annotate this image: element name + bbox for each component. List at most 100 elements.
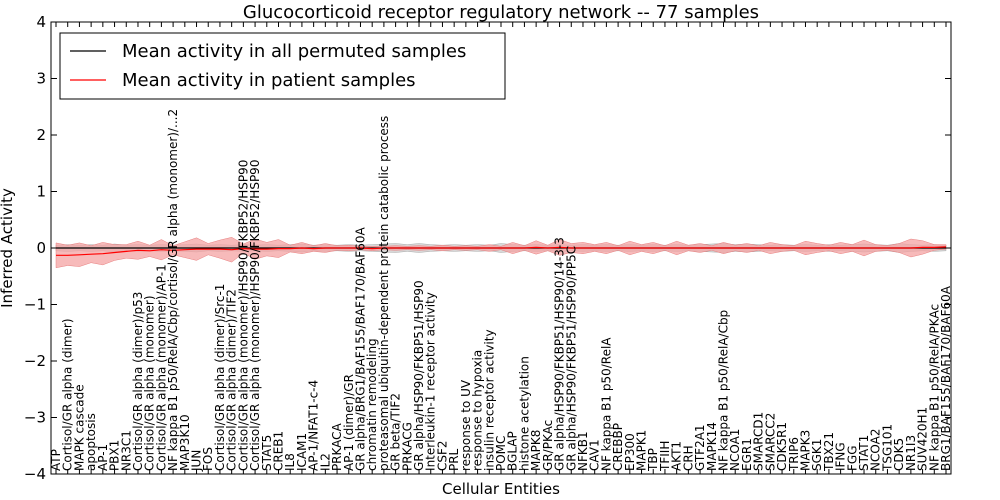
x-tick-label: EP300 [623, 433, 637, 471]
x-tick-label: POMC [494, 436, 508, 471]
y-tick-label: 4 [36, 13, 46, 31]
x-tick-label: CREBBP [611, 423, 625, 471]
y-tick-label: −4 [24, 465, 46, 483]
x-axis-label: Cellular Entities [442, 480, 560, 498]
x-tick-label: STAT1 [857, 435, 871, 471]
legend-label-permuted: Mean activity in all permuted samples [122, 41, 466, 62]
x-tick-label: Cortisol/GR alpha (monomer)/AP-1 [154, 264, 168, 471]
x-tick-label: AKT1 [670, 441, 684, 471]
band-patient [55, 237, 947, 269]
x-tick-label: TFIIH [658, 441, 672, 472]
y-tick-label: 2 [36, 126, 46, 144]
y-tick-label: −1 [24, 296, 46, 314]
x-tick-label: Cortisol/GR alpha (monomer)/HSP90/FKBP52… [248, 160, 262, 471]
x-tick-label: proteasomal ubiquitin-dependent protein … [377, 116, 391, 471]
x-tick-label: AP-1 [96, 444, 110, 471]
x-tick-label: EGR1 [740, 438, 754, 471]
x-tick-label: CDK5R1 [775, 422, 789, 471]
legend: Mean activity in all permuted samples Me… [59, 32, 506, 100]
x-tick-label: PRKACA [330, 422, 344, 471]
x-tick-label: apoptosis [84, 413, 98, 471]
y-tick-label: 1 [36, 183, 46, 201]
plot-frame [50, 21, 952, 475]
x-tick-label: AP-1 (dimer)/GR [342, 374, 356, 471]
x-tick-label: CSF2 [435, 440, 449, 471]
x-tick-label: MAPK14 [705, 422, 719, 471]
x-tick-label: JUN [190, 450, 204, 472]
x-tick-label: Cortisol/GR alpha (dimer)/p53 [131, 292, 145, 471]
x-tick-label: MAPK3 [799, 430, 813, 471]
x-tick-label: NF kappa B1 p50/RelA/PKAc [927, 304, 941, 471]
series-line-patient [56, 246, 947, 256]
x-tick-label: ATP [49, 449, 63, 471]
x-tick-label: GTF2A1 [693, 424, 707, 471]
x-tick-label: MAP3K10 [178, 414, 192, 471]
x-tick-label: MAPK8 [529, 430, 543, 471]
x-tick-label: GR alpha/BRG1/BAF155/BAF170/BAF60A [354, 227, 368, 472]
x-tick-label: CRH [681, 445, 695, 471]
x-tick-label: NF kappa B1 p50/RelA [599, 337, 613, 471]
y-tick-label: 0 [36, 239, 46, 257]
x-tick-label: response to hypoxia [471, 350, 485, 471]
x-tick-label: IFNG [834, 442, 848, 471]
x-tick-label: BGLAP [506, 431, 520, 471]
x-tick-label: PBX1 [108, 440, 122, 471]
x-tick-label: NCOA1 [728, 429, 742, 471]
x-tick-label: CDK5 [892, 438, 906, 471]
x-tick-label: GR/PKAc [541, 420, 555, 471]
y-tick-label: 3 [36, 70, 46, 88]
x-tick-label: NR1I3 [904, 435, 918, 471]
x-tick-label: SUV420H1 [916, 407, 930, 471]
x-tick-label: histone acetylation [517, 356, 531, 471]
x-tick-label: MAPK1 [635, 430, 649, 471]
x-tick-label: GR alpha/HSP90/FKBP51/HSP90/14-3-3 [553, 237, 567, 471]
x-tick-label: TRIP6 [787, 437, 801, 472]
legend-box [59, 32, 506, 100]
x-tick-label: FGG [845, 445, 859, 471]
x-tick-label: TSG101 [880, 424, 894, 472]
x-tick-label: TBX21 [822, 432, 836, 472]
x-tick-label: response to UV [459, 379, 473, 471]
y-axis-label: Inferred Activity [0, 188, 16, 308]
x-tick-label: IL2 [318, 453, 332, 471]
x-tick-label: ICAM1 [295, 433, 309, 471]
x-tick-label: SMARCC2 [763, 413, 777, 471]
x-tick-label: NCOA2 [869, 429, 883, 471]
x-tick-label: GR alpha/HSP90/FKBP51/HSP90/PP5C [564, 246, 578, 471]
x-tick-label: Cortisol/GR alpha (monomer) [143, 295, 157, 471]
x-tick-label: SMARCD1 [752, 412, 766, 471]
x-tick-label: CAV1 [588, 439, 602, 471]
series-lines [56, 246, 947, 256]
y-axis-ticks: −4 −3 −2 −1 0 1 2 3 4 [24, 13, 951, 483]
x-tick-label: GR beta/TIF2 [389, 393, 403, 471]
legend-label-patient: Mean activity in patient samples [122, 70, 416, 91]
x-tick-label: Cortisol/GR alpha (dimer)/TIF2 [225, 289, 239, 471]
x-tick-label: NR3C1 [119, 430, 133, 471]
x-tick-label: BRG1/BAF155/BAF170/BAF60A [939, 285, 953, 471]
x-tick-label: NF kappa B1 p50/RelA/Cbp/cortisol/GR alp… [166, 109, 180, 471]
x-tick-label: PRL [447, 448, 461, 471]
x-tick-label: NF kappa B1 p50/RelA/Cbp [717, 310, 731, 471]
x-tick-label: chromatin remodeling [365, 338, 379, 471]
x-tick-label: TBP [646, 448, 660, 472]
x-axis-ticks [55, 22, 947, 474]
x-tick-label: Cortisol/GR alpha (dimer) [61, 318, 75, 471]
x-tick-label: CREB1 [272, 431, 286, 471]
chart-title: Glucocorticoid receptor regulatory netwo… [243, 2, 759, 23]
confidence-bands [55, 237, 947, 269]
x-tick-label: STAT5 [260, 435, 274, 471]
y-tick-label: −2 [24, 352, 46, 370]
y-tick-label: −3 [24, 409, 46, 427]
x-tick-label: MAPK cascade [72, 384, 86, 471]
x-tick-label: Cortisol/GR alpha (dimer)/Src-1 [213, 284, 227, 471]
x-tick-label: PRKACG [400, 422, 414, 471]
x-tick-label: Interleukin-1 receptor activity [424, 292, 438, 471]
x-tick-label: Cortisol/GR alpha (monomer)/HSP90/FKBP52… [236, 160, 250, 471]
x-tick-label: GR alpha/HSP90/FKBP51/HSP90 [412, 280, 426, 471]
x-tick-label: FOS [201, 447, 215, 471]
x-tick-label: SGK1 [810, 439, 824, 471]
x-tick-label: insulin receptor activity [482, 329, 496, 471]
x-tick-label: NFKB1 [576, 431, 590, 471]
